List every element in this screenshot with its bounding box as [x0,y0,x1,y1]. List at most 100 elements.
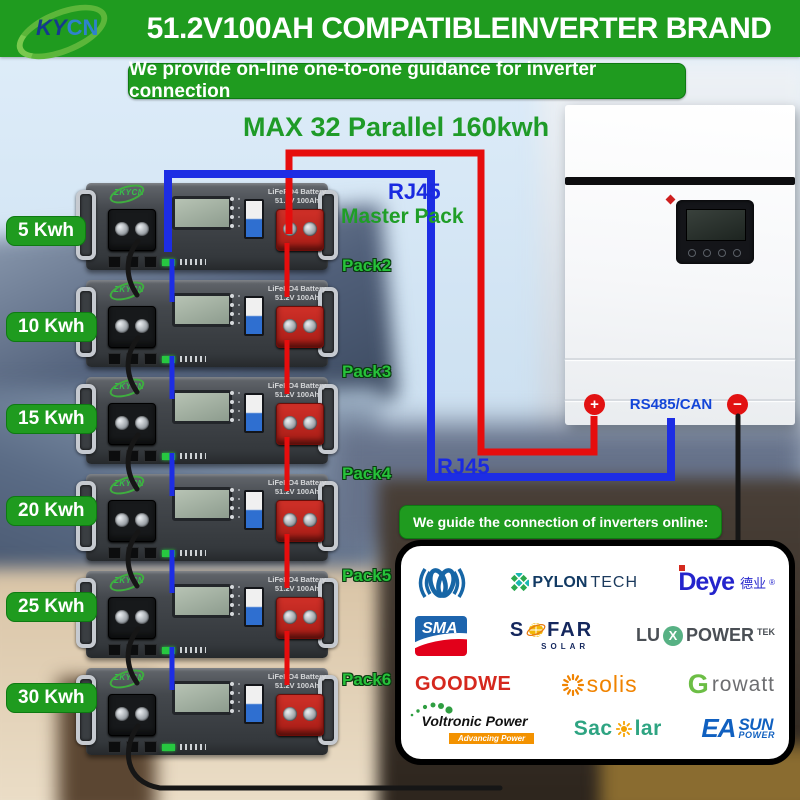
battery-negative-terminal [108,500,156,542]
brand-logo-easun: EA SUN POWER [701,713,775,744]
battery-pack: ZKYCN LiFePO4 Battery 51.2V 100Ah [76,571,338,661]
growatt-text-rest: rowatt [711,672,775,696]
brand-logo-sofar: S FAR SOLAR [510,620,593,651]
sacolar-text-post: lar [634,716,662,740]
inverter-control-panel [676,200,754,264]
battery-comm-ports [108,256,206,268]
battery-negative-terminal [108,209,156,251]
sofar-globe-icon [526,623,546,638]
pylontech-diamonds-icon [511,572,530,591]
easun-text-sun: SUN [738,714,773,734]
capacity-badge: 5 Kwh [6,216,86,246]
battery-pack: ZKYCN LiFePO4 Battery 51.2V 100Ah [76,377,338,467]
luxpower-x-icon: X [662,625,683,646]
rj45-inverter-label: RJ45 [437,454,490,479]
battery-run-led [162,258,175,266]
guidance-banner: We provide on-line one-to-one guidance f… [128,59,686,102]
battery-lcd-screen [172,584,232,618]
battery-model-line2: 51.2V 100Ah [274,293,320,302]
rs485-can-label: RS485/CAN [629,396,713,413]
voltronic-dots-icon [410,702,453,717]
sofar-solar-text: SOLAR [541,642,590,652]
sacolar-text-pre: Sac [573,716,613,740]
battery-comm-ports [108,353,206,365]
header-banner: KYCN 51.2V100AH COMPATIBLEINVERTER BRAND [0,0,800,70]
brand-logo-goodwe: GOODWE [415,673,512,696]
battery-brand-text: ZKYCN [114,576,145,585]
brand-logo-voltronic: Voltronic Power Advancing Power [410,702,535,745]
battery-brand-text: ZKYCN [114,188,145,197]
battery-positive-terminal [276,306,324,348]
battery-run-led [162,355,175,363]
battery-brand-text: ZKYCN [114,382,145,391]
battery-pack: ZKYCN LiFePO4 Battery 51.2V 100Ah [76,668,338,758]
battery-model-line1: LiFePO4 Battery [267,672,327,681]
battery-model-line2: 51.2V 100Ah [274,196,320,205]
battery-model-line1: LiFePO4 Battery [267,478,327,487]
capacity-badge: 10 Kwh [6,312,97,342]
battery-brand-text: ZKYCN [114,285,145,294]
battery-breaker-switch[interactable] [244,199,264,239]
battery-status-leds [230,294,234,325]
rj45-master-label: RJ45 [388,179,441,204]
battery-status-leds [230,585,234,616]
inverter-seam [565,399,795,401]
negative-terminal-icon: − [727,394,748,415]
sofar-text-far: FAR [547,619,594,642]
deye-registered-mark: ® [769,578,775,588]
pack-number-label: Pack4 [342,464,392,483]
battery-model-line2: 51.2V 100Ah [274,681,320,690]
battery-breaker-switch[interactable] [244,490,264,530]
battery-breaker-switch[interactable] [244,684,264,724]
solis-sun-icon [561,673,584,696]
battery-comm-ports [108,450,206,462]
deye-chinese-text: 德业 [740,576,767,592]
battery-positive-terminal [276,403,324,445]
deye-dot-icon [679,565,686,572]
battery-positive-terminal [276,597,324,639]
battery-model-line1: LiFePO4 Battery [267,284,327,293]
battery-negative-terminal [108,694,156,736]
battery-status-leds [230,488,234,519]
status-indicator-icon [665,194,676,205]
battery-positive-terminal [276,694,324,736]
battery-comm-ports [108,547,206,559]
battery-pack: ZKYCN LiFePO4 Battery 51.2V 100Ah [76,280,338,370]
battery-status-leds [230,391,234,422]
growatt-text-g: G [687,669,709,700]
pylontech-text-bold: PYLON [532,573,588,591]
pack-number-label: Pack6 [342,670,392,689]
battery-pack: ZKYCN LiFePO4 Battery 51.2V 100Ah [76,474,338,564]
battery-model-line1: LiFePO4 Battery [267,381,327,390]
max-parallel-headline: MAX 32 Parallel 160kwh [243,112,550,142]
battery-run-led [162,549,175,557]
battery-run-led [162,743,175,751]
battery-breaker-switch[interactable] [244,587,264,627]
battery-model-line1: LiFePO4 Battery [267,575,327,584]
guide-online-banner: We guide the connection of inverters onl… [399,505,723,539]
battery-model-line2: 51.2V 100Ah [274,487,320,496]
inverter-unit: + RS485/CAN − [565,105,795,425]
victron-rings-icon [418,567,466,598]
logo-text-cn: CN [66,14,99,40]
battery-breaker-switch[interactable] [244,296,264,336]
inverter-buttons[interactable] [688,249,741,257]
pack-number-label: Pack2 [342,256,392,275]
battery-comm-ports [108,741,206,753]
battery-positive-terminal [276,209,324,251]
page-title: 51.2V100AH COMPATIBLEINVERTER BRAND [146,11,772,45]
battery-run-led [162,452,175,460]
brand-logo-luxpower: LU X POWER TEK [636,625,775,646]
easun-text-ea: EA [701,713,736,744]
solis-text: solis [586,671,638,698]
battery-negative-terminal [108,597,156,639]
battery-lcd-screen [172,681,232,715]
battery-breaker-switch[interactable] [244,393,264,433]
sma-text: SMA [422,619,458,637]
deye-text: Deye [678,568,735,597]
battery-model-line1: LiFePO4 Battery [267,187,327,196]
brand-logo-solis: solis [561,671,638,698]
